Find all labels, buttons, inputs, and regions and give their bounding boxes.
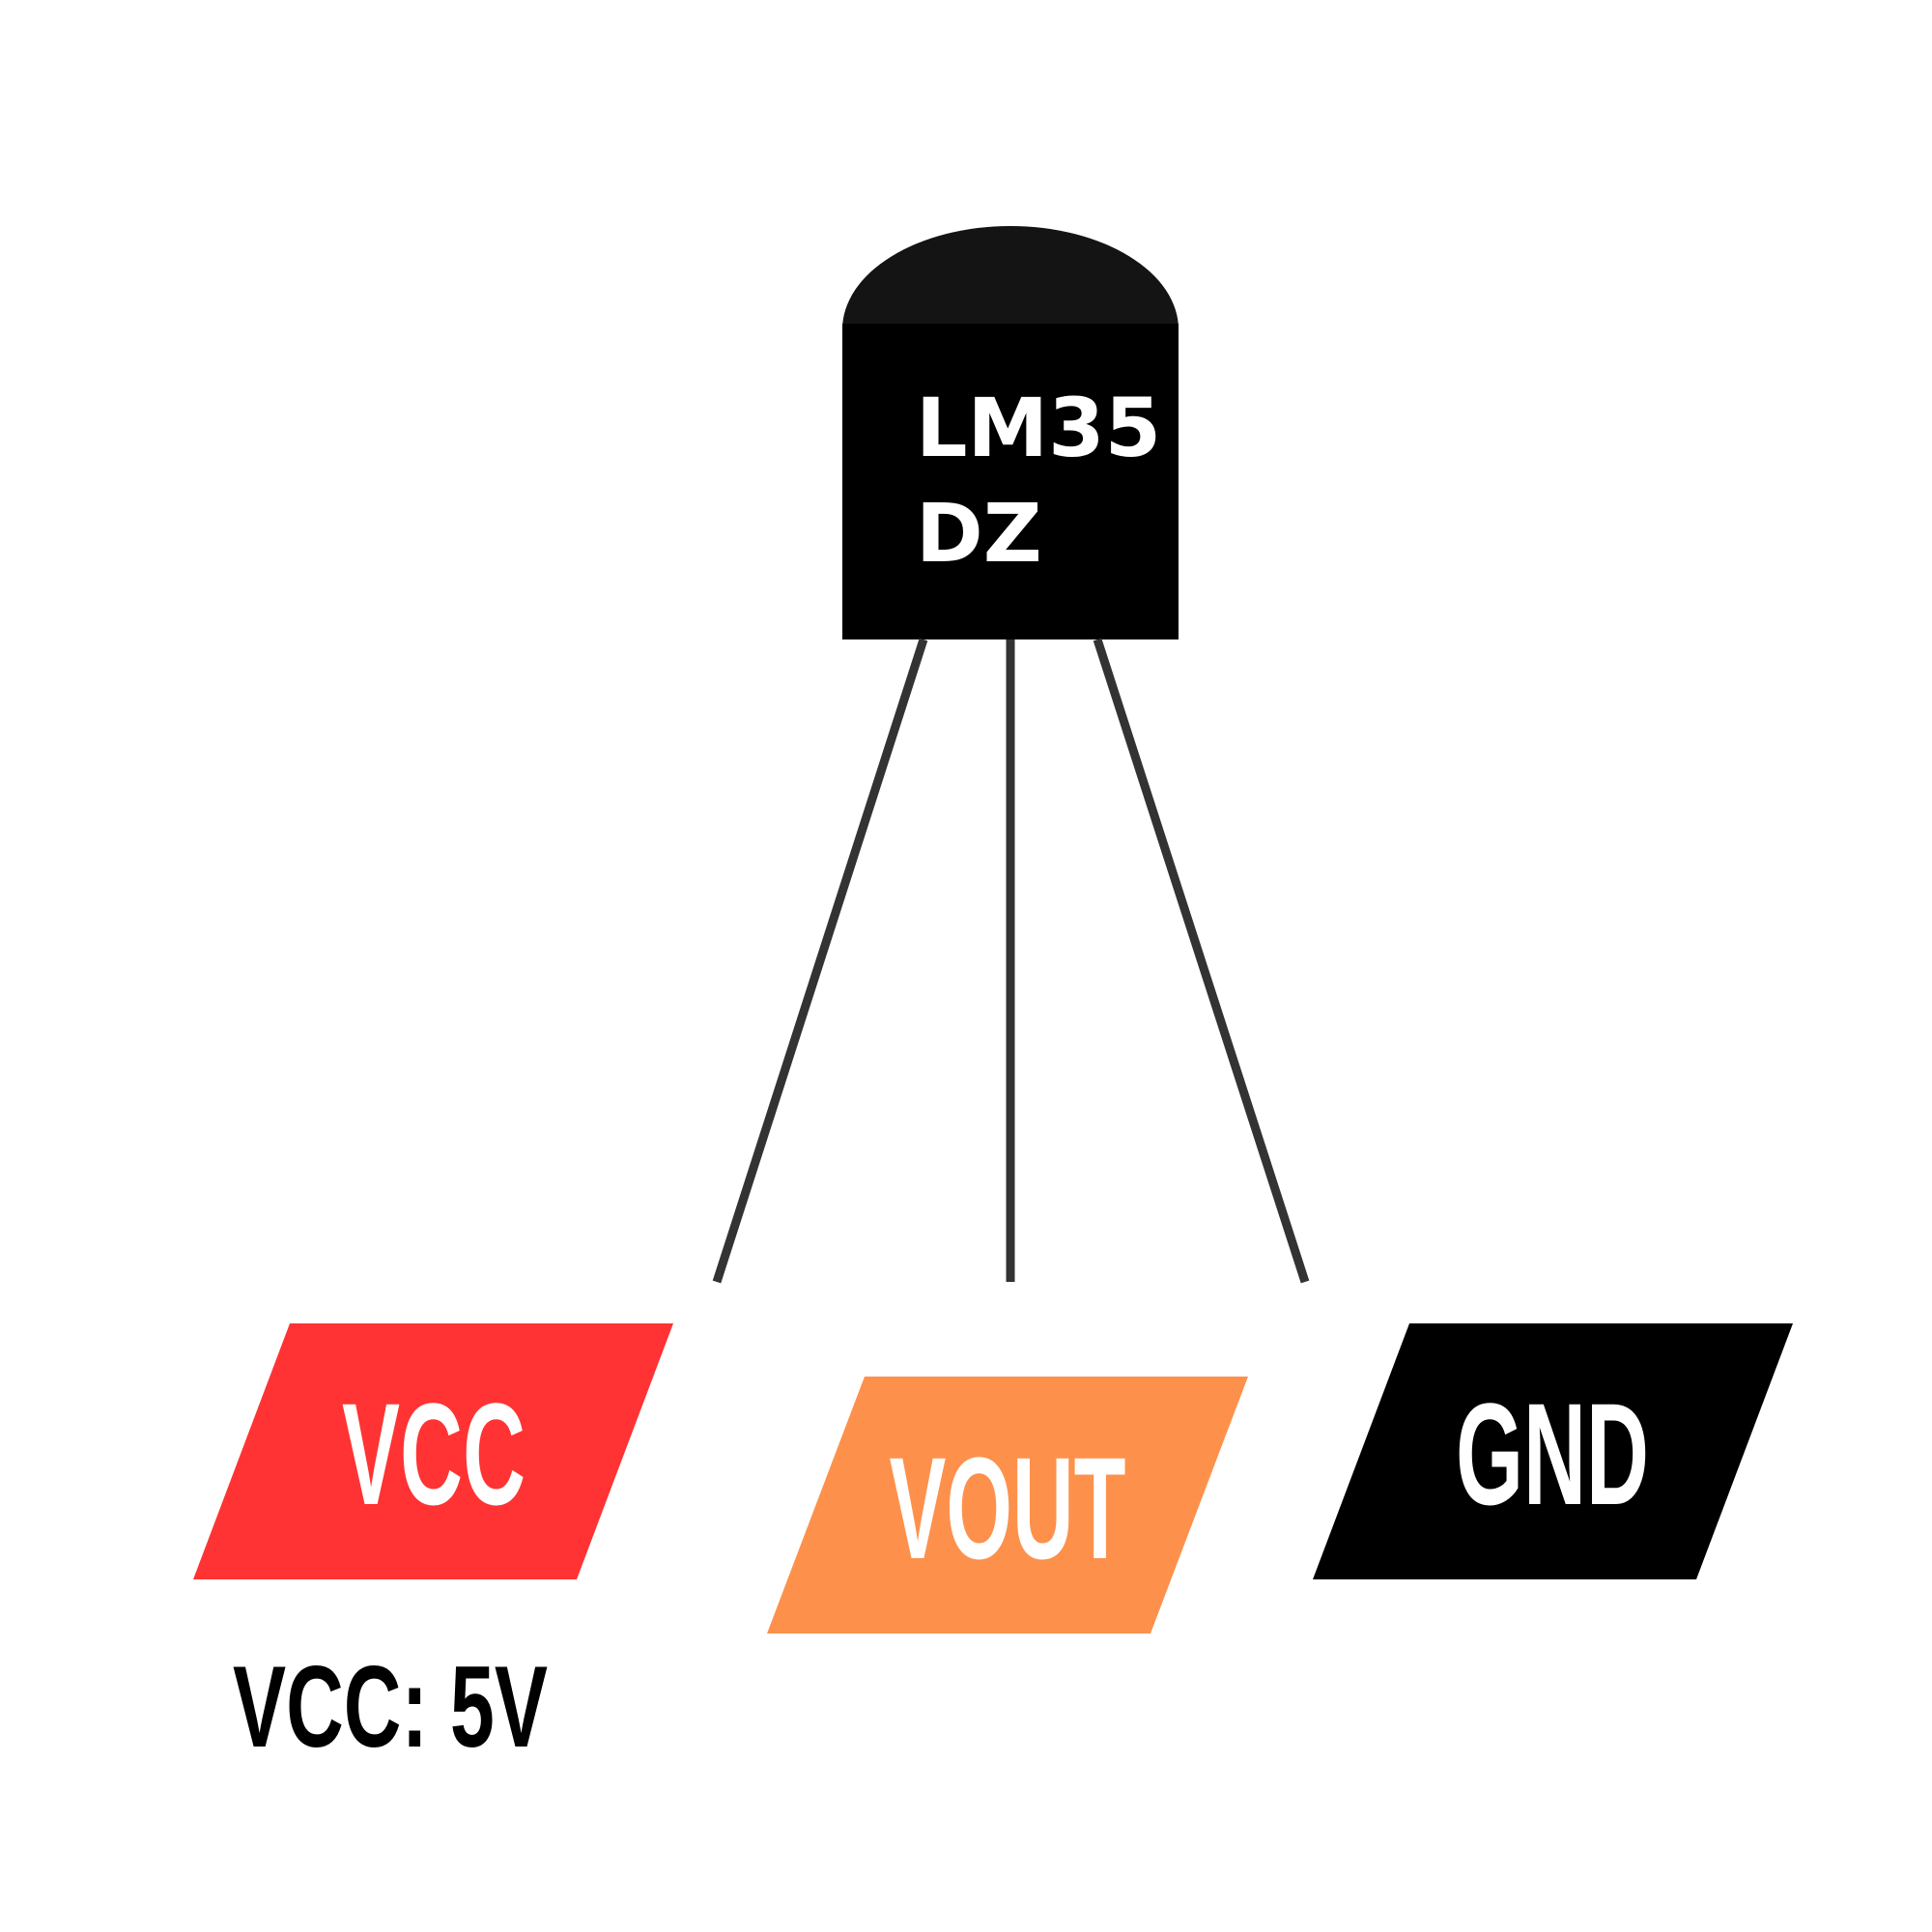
pin-gnd-text: GND — [1456, 1373, 1649, 1535]
pin-label-vout: VOUT — [767, 1377, 1248, 1634]
pin-vcc-tag — [193, 1323, 673, 1579]
vcc-voltage-note: VCC: 5V — [233, 1642, 548, 1772]
sensor-dome-cap — [842, 226, 1179, 329]
sensor-leads — [712, 638, 1310, 1284]
lead-vcc — [712, 638, 928, 1284]
pin-label-gnd: GND — [1313, 1323, 1793, 1579]
pin-gnd-tag — [1313, 1323, 1793, 1579]
sensor-body — [842, 324, 1179, 639]
chip-label-line1: LM35 — [916, 381, 1161, 475]
pin-vout-tag — [767, 1377, 1248, 1634]
pin-vcc-text: VCC — [342, 1373, 526, 1535]
pin-label-vcc: VCC — [193, 1323, 673, 1579]
lm35-sensor: LM35 DZ — [842, 226, 1179, 639]
pin-vout-text: VOUT — [890, 1427, 1126, 1589]
lead-gnd — [1093, 638, 1310, 1284]
chip-label-line2: DZ — [916, 486, 1042, 581]
